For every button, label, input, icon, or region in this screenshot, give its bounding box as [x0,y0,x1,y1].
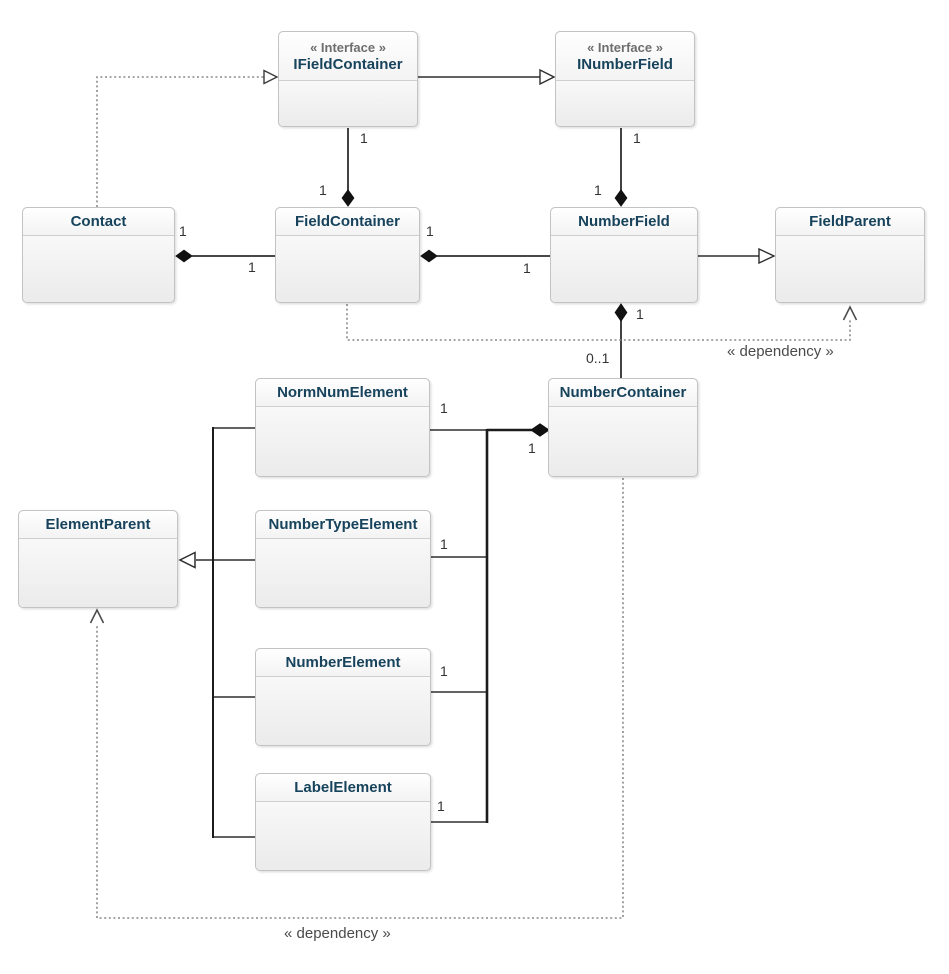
class-header: NumberContainer [549,379,697,407]
edge-generalization-elements-elementparent[interactable] [178,427,255,838]
class-body [556,81,694,126]
edge-composition-inumberfield-numberfield[interactable] [614,128,628,207]
class-name: LabelElement [294,778,392,796]
multiplicity-label: 1 [594,182,602,198]
multiplicity-label: 1 [523,260,531,276]
class-name: INumberField [577,55,673,73]
class-box-labelelement[interactable]: LabelElement [255,773,431,871]
multiplicity-label: 1 [179,223,187,239]
class-body [279,81,417,126]
class-header: « Interface » INumberField [556,32,694,81]
class-box-numberfield[interactable]: NumberField [550,207,698,303]
class-box-contact[interactable]: Contact [22,207,175,303]
class-name: NormNumElement [277,383,408,401]
multiplicity-label: 1 [528,440,536,456]
class-header: NumberElement [256,649,430,677]
class-header: LabelElement [256,774,430,802]
class-header: ElementParent [19,511,177,539]
class-header: « Interface » IFieldContainer [279,32,417,81]
class-body [256,407,429,476]
multiplicity-label: 1 [437,798,445,814]
multiplicity-label: 1 [636,306,644,322]
class-box-elementparent[interactable]: ElementParent [18,510,178,608]
edge-composition-elements-numbercontainer[interactable] [430,423,550,823]
class-stereotype: « Interface » [310,39,386,55]
edge-generalization-ifieldcontainer-inumberfield[interactable] [418,68,556,86]
class-box-numbertypeelement[interactable]: NumberTypeElement [255,510,431,608]
class-header: FieldParent [776,208,924,236]
class-body [256,539,430,607]
class-name: ElementParent [45,515,151,533]
class-header: FieldContainer [276,208,419,236]
multiplicity-label: 1 [360,130,368,146]
class-stereotype: « Interface » [587,39,663,55]
edge-generalization-numberfield-fieldparent[interactable] [698,247,776,265]
edge-dependency-numbercontainer-elementparent[interactable] [89,478,624,919]
class-box-numberelement[interactable]: NumberElement [255,648,431,746]
multiplicity-label: 0..1 [586,350,610,366]
class-name: FieldContainer [294,212,400,230]
class-box-normnumelement[interactable]: NormNumElement [255,378,430,477]
edge-composition-numberfield-fieldcontainer[interactable] [420,249,550,263]
multiplicity-label: 1 [440,663,448,679]
class-body [276,236,419,302]
class-header: Contact [23,208,174,236]
class-body [23,236,174,302]
class-name: NumberElement [285,653,401,671]
class-header: NumberField [551,208,697,236]
edge-composition-fieldcontainer-contact[interactable] [175,249,275,263]
class-name: NumberField [578,212,670,230]
edge-realization-contact-ifieldcontainer[interactable] [96,69,279,208]
edge-composition-numberfield-numbercontainer[interactable] [614,303,628,378]
multiplicity-label: 1 [426,223,434,239]
class-name: NumberContainer [559,383,687,401]
multiplicity-label: 1 [633,130,641,146]
class-box-fieldcontainer[interactable]: FieldContainer [275,207,420,303]
class-body [551,236,697,302]
class-box-numbercontainer[interactable]: NumberContainer [548,378,698,477]
edge-dependency-fieldcontainer-fieldparent[interactable] [346,304,858,341]
class-body [776,236,924,302]
class-box-ifieldcontainer[interactable]: « Interface » IFieldContainer [278,31,418,127]
class-name: Contact [70,212,127,230]
class-box-inumberfield[interactable]: « Interface » INumberField [555,31,695,127]
dependency-label: « dependency » [727,343,834,360]
edge-composition-ifieldcontainer-fieldcontainer[interactable] [341,128,355,207]
class-name: IFieldContainer [293,55,403,73]
class-name: FieldParent [809,212,891,230]
class-name: NumberTypeElement [268,515,418,533]
class-body [549,407,697,476]
multiplicity-label: 1 [440,400,448,416]
multiplicity-label: 1 [248,259,256,275]
class-body [256,677,430,745]
class-body [256,802,430,870]
class-header: NumberTypeElement [256,511,430,539]
multiplicity-label: 1 [319,182,327,198]
multiplicity-label: 1 [440,536,448,552]
class-box-fieldparent[interactable]: FieldParent [775,207,925,303]
class-body [19,539,177,607]
dependency-label: « dependency » [284,925,391,942]
class-header: NormNumElement [256,379,429,407]
